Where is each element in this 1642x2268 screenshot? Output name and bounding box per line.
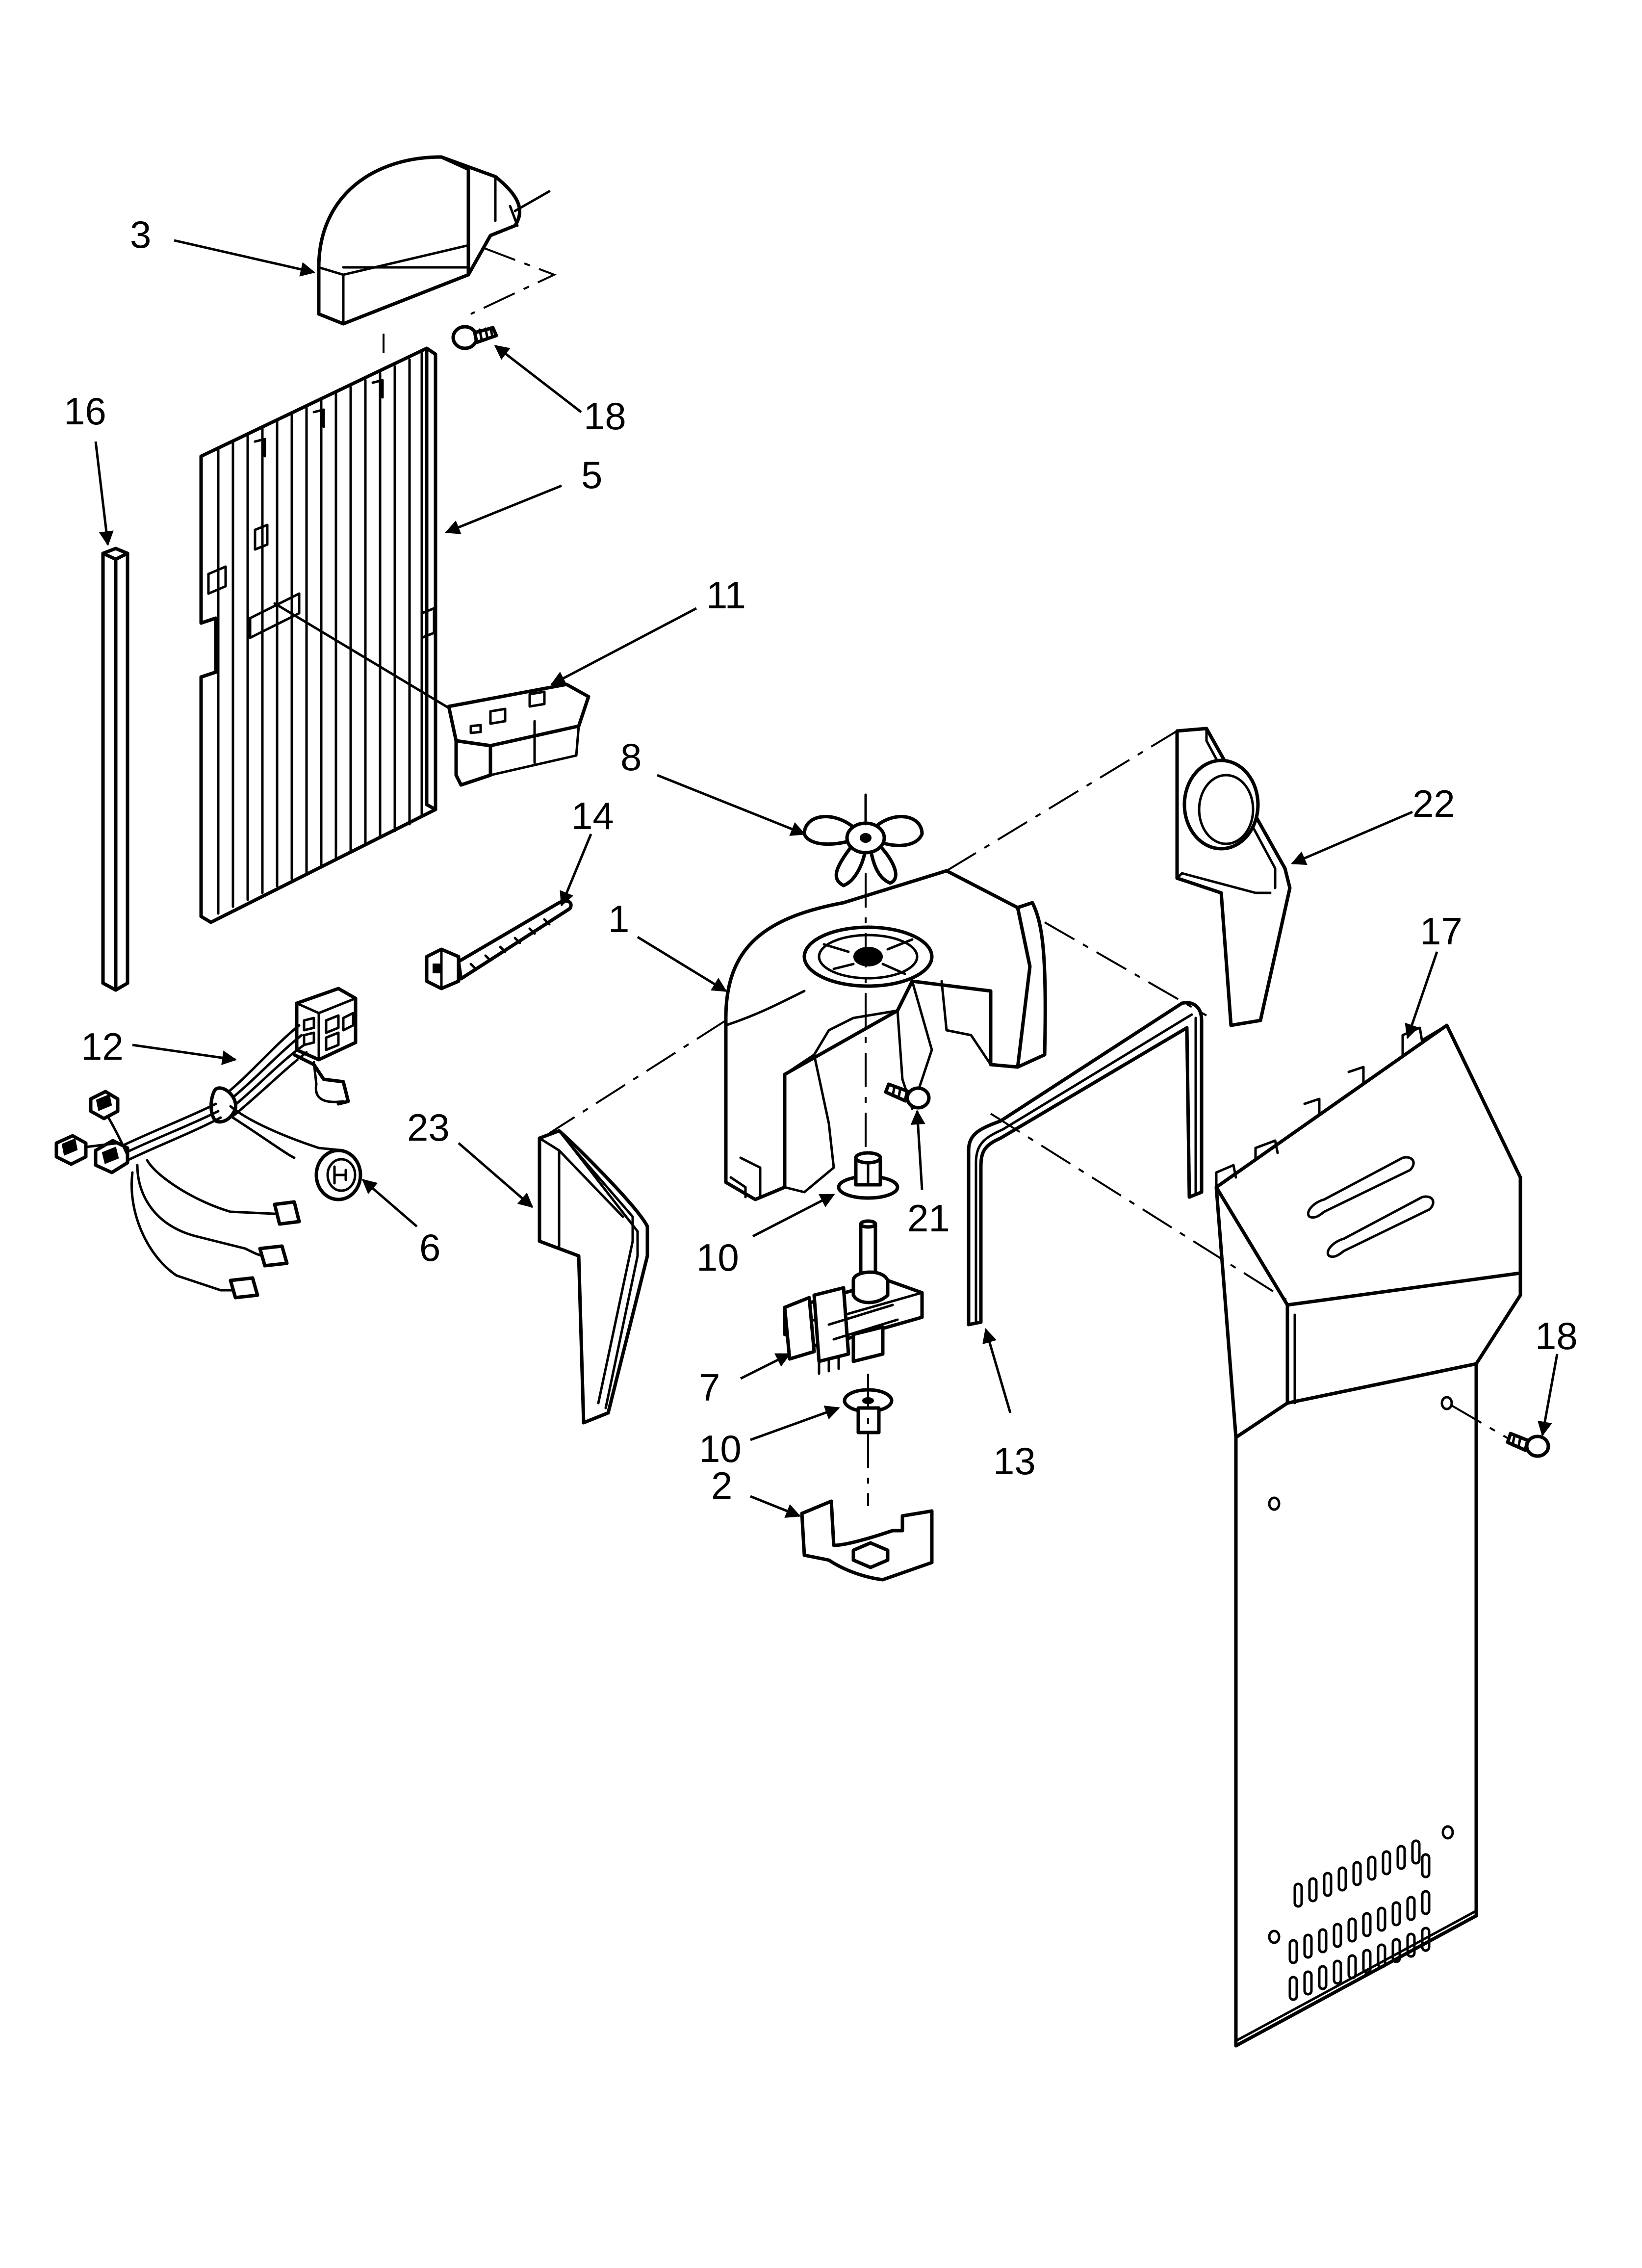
part-1-fan-housing — [724, 869, 1047, 1201]
callout-14: 14 — [571, 794, 614, 837]
callout-21: 21 — [907, 1197, 950, 1240]
callout-8: 8 — [620, 735, 641, 779]
part-21-screw — [884, 1082, 931, 1110]
part-5-evaporator-panel — [199, 346, 497, 924]
part-18-screw-right — [1506, 1432, 1550, 1458]
callout-1: 1 — [608, 897, 629, 940]
callout-labels: 3 18 16 5 11 8 14 1 22 17 12 23 6 21 10 … — [64, 213, 1578, 1507]
part-10-bushing-upper — [837, 1151, 899, 1200]
part-17-rear-duct — [1214, 1023, 1522, 2048]
part-22-side-duct-panel — [1175, 727, 1292, 1027]
part-8-fan-blade — [802, 793, 924, 887]
callout-17: 17 — [1420, 910, 1462, 953]
part-14-cable-tie — [425, 899, 573, 991]
callout-11: 11 — [706, 574, 746, 617]
leader-lines — [94, 239, 1559, 1518]
callout-5: 5 — [581, 453, 602, 496]
part-11-bracket — [447, 682, 590, 787]
callout-22: 22 — [1412, 782, 1455, 825]
callout-16: 16 — [64, 390, 106, 433]
callout-18-top: 18 — [584, 394, 626, 438]
callout-3: 3 — [130, 213, 151, 256]
part-6-grommet — [314, 1148, 362, 1201]
callout-2: 2 — [711, 1464, 732, 1507]
callout-6: 6 — [419, 1226, 440, 1269]
callout-12: 12 — [81, 1025, 124, 1068]
callout-10-upper: 10 — [696, 1236, 739, 1279]
part-10-bushing-lower — [843, 1374, 894, 1506]
part-23-side-duct-panel — [538, 1129, 649, 1425]
part-7-fan-motor — [783, 1219, 924, 1375]
callout-13: 13 — [993, 1439, 1036, 1483]
callout-18-right: 18 — [1535, 1314, 1578, 1357]
callout-7: 7 — [699, 1366, 720, 1409]
assembly-lines — [548, 730, 1509, 1439]
part-2-motor-bracket — [800, 1499, 934, 1582]
callout-10-lower: 10 — [699, 1427, 742, 1470]
part-18-screw-top — [451, 325, 498, 350]
part-16-foam-strip — [101, 547, 129, 992]
part-12-wire-harness — [54, 987, 358, 1300]
callout-23: 23 — [407, 1106, 450, 1149]
part-3-duct-cover — [317, 155, 557, 353]
